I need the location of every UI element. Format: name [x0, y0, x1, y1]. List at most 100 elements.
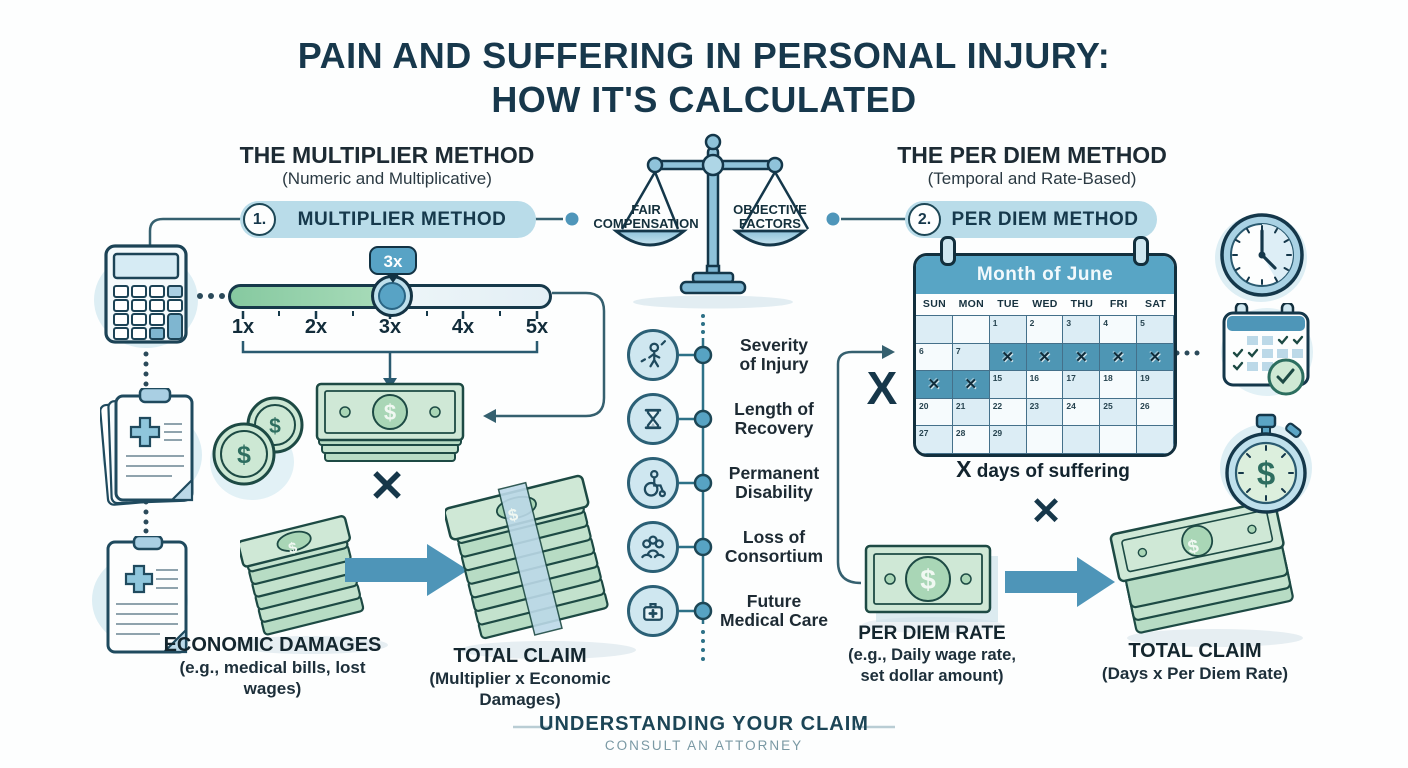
stopwatch-dollar-sign: $ [1257, 455, 1275, 492]
calendar-day-header: MON [958, 298, 984, 310]
people-group-icon [627, 521, 679, 573]
economic-damages-stack-icon: $ [240, 515, 365, 636]
hourglass-icon [627, 393, 679, 445]
calendar-cell [1100, 426, 1138, 454]
footer-subtitle: CONSULT AN ATTORNEY [604, 738, 804, 753]
calendar-title: Month of June [916, 256, 1174, 294]
calendar-cell: 23 [1026, 398, 1064, 427]
per-diem-method-pill: 2. PER DIEM METHOD [905, 201, 1157, 238]
calendar-cell: ✕ [1026, 343, 1064, 372]
total-claim-label: TOTAL CLAIM [1128, 640, 1262, 662]
calendar-cell [916, 316, 953, 344]
scale-left-label-line1: FAIR [631, 202, 661, 217]
calendar-cell [1063, 426, 1101, 454]
calendar-cell: ✕ [952, 371, 990, 399]
coin-dollar-sign: $ [237, 441, 251, 469]
multiplier-method-subtitle: (Numeric and Multiplicative) [282, 169, 492, 188]
multiplier-method-heading: THE MULTIPLIER METHOD (Numeric and Multi… [177, 142, 597, 190]
medical-kit-icon [627, 585, 679, 637]
bill-dollar-sign: $ [920, 564, 936, 595]
slider-tick-1x: 1x [231, 316, 255, 338]
slider-tick-5x: 5x [525, 316, 549, 338]
slider-tick-3x: 3x [378, 316, 402, 338]
total-claim-label: TOTAL CLAIM [453, 645, 587, 667]
calendar-cell: 5 [1137, 316, 1174, 344]
multiply-symbol: ✕ [368, 462, 406, 511]
multiplier-slider-tooltip: 3x [369, 246, 417, 275]
calendar-cell: 29 [989, 426, 1027, 454]
calendar-ring-icon [1133, 236, 1149, 266]
per-diem-rate-caption: PER DIEM RATE (e.g., Daily wage rate, se… [822, 622, 1042, 687]
multiplier-method-title: THE MULTIPLIER METHOD [239, 142, 535, 168]
calendar-cell: 15 [989, 371, 1027, 399]
calendar-day-header: WED [1032, 298, 1058, 310]
scale-left-label-line2: COMPENSATION [593, 216, 698, 231]
calendar-cell: 28 [952, 426, 990, 454]
per-diem-method-title: THE PER DIEM METHOD [897, 142, 1167, 168]
multiply-symbol: ✕ [1030, 491, 1062, 533]
arrow-right-icon [345, 544, 468, 596]
calendar-day-header: SUN [922, 298, 946, 310]
calendar-cell: 27 [916, 426, 953, 454]
page-title: PAIN AND SUFFERING IN PERSONAL INJURY: H… [0, 34, 1408, 122]
economic-damages-label: ECONOMIC DAMAGES [163, 634, 382, 656]
bill-dollar-sign: $ [384, 400, 396, 425]
calendar-cell: ✕ [1100, 343, 1138, 372]
page-title-line1: PAIN AND SUFFERING IN PERSONAL INJURY: [297, 35, 1111, 76]
total-claim-left-caption: TOTAL CLAIM (Multiplier x Economic Damag… [395, 645, 645, 710]
calculator-icon [104, 244, 188, 344]
per-diem-rate-sublabel-line1: (e.g., Daily wage rate, [848, 646, 1016, 664]
dollar-coins-icon: $ $ [212, 396, 304, 486]
calendar-day-header: FRI [1109, 298, 1128, 310]
coin-dollar-sign: $ [269, 415, 281, 438]
per-diem-method-subtitle: (Temporal and Rate-Based) [927, 169, 1137, 188]
calendar-cell: 18 [1100, 371, 1138, 399]
calendar-check-icon [1222, 303, 1310, 396]
money-bill-stack-icon: $ [315, 382, 465, 462]
days-of-suffering-label: X days of suffering [956, 456, 1130, 482]
calendar-cell: 7 [952, 343, 990, 372]
economic-damages-sublabel: (e.g., medical bills, lost wages) [179, 658, 366, 698]
footer-title: UNDERSTANDING YOUR CLAIM [539, 713, 869, 735]
calendar-cell: 3 [1063, 316, 1101, 344]
calendar-cell: 22 [989, 398, 1027, 427]
per-diem-rate-sublabel-line2: set dollar amount) [860, 667, 1004, 685]
calendar-cell: ✕ [916, 371, 953, 399]
calendar-cell: 4 [1100, 316, 1138, 344]
per-diem-rate-label: PER DIEM RATE [858, 623, 1006, 644]
calendar-cell: 21 [952, 398, 990, 427]
arrow-right-icon [1005, 557, 1115, 607]
scale-right-label-line2: FACTORS [739, 216, 801, 231]
clock-icon [1220, 213, 1304, 297]
multiplier-method-pill: 1. MULTIPLIER METHOD [240, 201, 536, 238]
injured-person-icon [627, 329, 679, 381]
calendar-day-header: SAT [1145, 298, 1167, 310]
calendar-cell: 24 [1063, 398, 1101, 427]
calendar-day-header: THU [1070, 298, 1094, 310]
total-claim-sublabel: (Days x Per Diem Rate) [1101, 664, 1289, 683]
calendar-cell: 26 [1137, 398, 1174, 427]
calendar-cell: 20 [916, 398, 953, 427]
per-diem-method-heading: THE PER DIEM METHOD (Temporal and Rate-B… [822, 142, 1242, 190]
calendar-cell: 1 [989, 316, 1027, 344]
multiplier-pill-label: MULTIPLIER METHOD [297, 208, 507, 230]
wheelchair-icon [627, 457, 679, 509]
balance-scale-icon: FAIR COMPENSATION OBJECTIVE FACTORS [593, 133, 810, 309]
calendar-cell: ✕ [989, 343, 1027, 372]
calendar-cell: 19 [1137, 371, 1174, 399]
total-claim-bills-icon: $ [1109, 499, 1294, 634]
step-2-badge: 2. [908, 203, 941, 236]
calendar-cell [952, 316, 990, 344]
stack-dollar-sign: $ [1186, 536, 1201, 559]
step-1-badge: 1. [243, 203, 276, 236]
scale-right-label-line1: OBJECTIVE [733, 202, 807, 217]
economic-damages-caption: ECONOMIC DAMAGES (e.g., medical bills, l… [150, 634, 395, 699]
slider-tick-4x: 4x [451, 316, 475, 338]
medical-clipboard-icon [100, 388, 194, 506]
